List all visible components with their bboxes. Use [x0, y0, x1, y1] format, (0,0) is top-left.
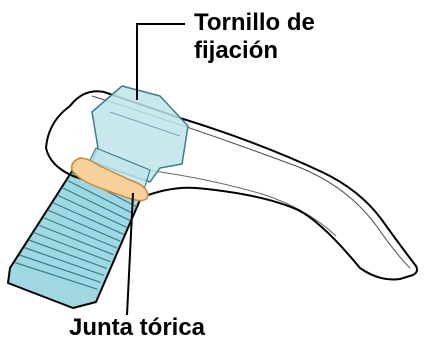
screw-leader-line	[136, 23, 185, 100]
thread-line	[47, 209, 121, 242]
thread-line	[14, 261, 98, 290]
fixing-screw-label: Tornillo de fijación	[194, 9, 315, 65]
thread-line	[28, 239, 108, 270]
thread-line	[23, 246, 105, 276]
thread-lines	[14, 171, 137, 290]
thread-line	[66, 179, 134, 215]
handle-inner-line-2	[129, 167, 337, 237]
screw-thread-shank	[7, 164, 141, 309]
fixing-screw-label-line1: Tornillo de	[194, 9, 315, 36]
screw-head-highlight	[109, 111, 181, 137]
o-ring-shape	[70, 157, 149, 202]
o-ring-label: Junta tórica	[69, 314, 206, 341]
fixing-screw-label-line2: fijación	[194, 37, 279, 64]
thread-line	[19, 254, 101, 283]
thread-line	[38, 224, 114, 256]
o-ring	[70, 157, 149, 202]
thread-line	[61, 186, 131, 222]
thread-line	[52, 201, 124, 235]
o-ring-leader-line	[126, 192, 134, 316]
thread-line	[42, 216, 118, 249]
thread-line	[56, 194, 128, 228]
thread-line	[33, 231, 111, 263]
